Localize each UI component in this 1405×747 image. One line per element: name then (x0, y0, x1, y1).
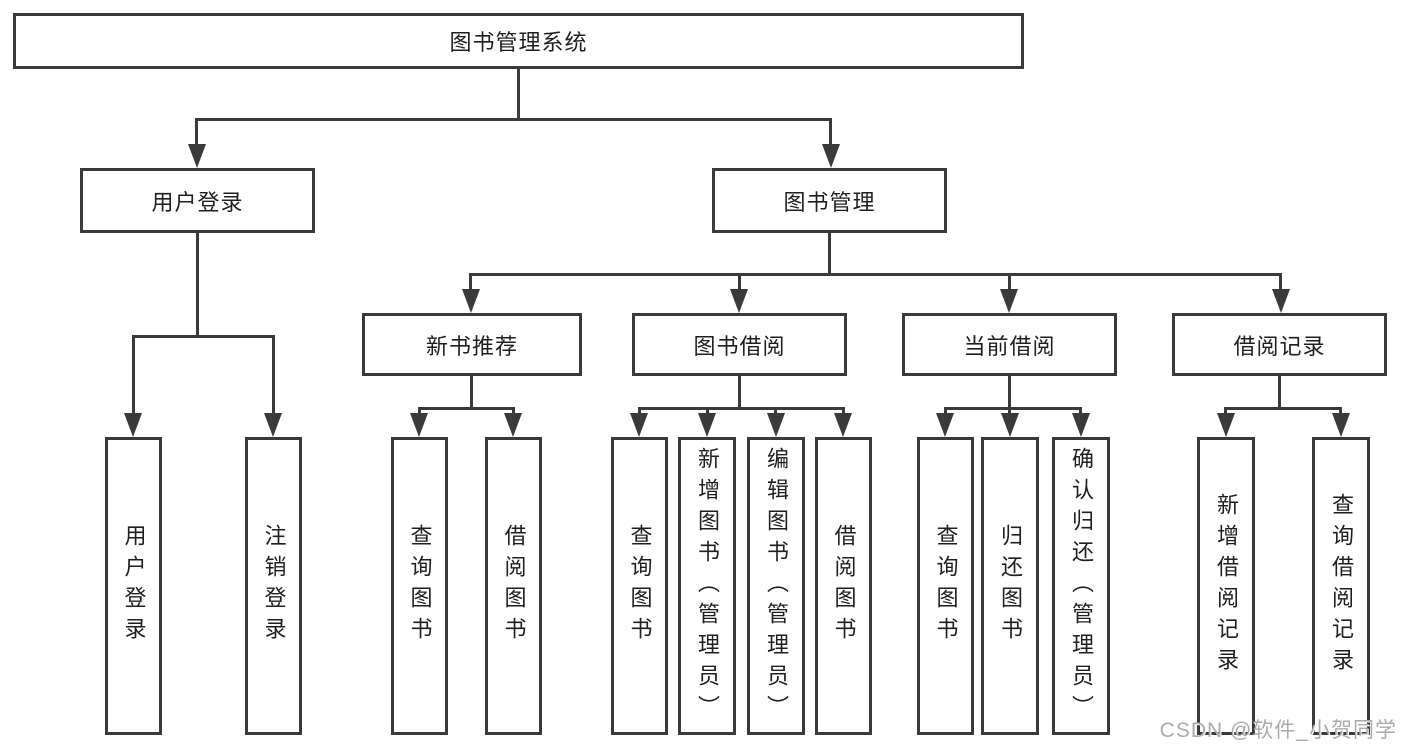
arrow-down-icon (188, 144, 206, 168)
leaf-records-add-borrow-record: 新增借阅记录 (1197, 437, 1255, 735)
node-book-management: 图书管理 (712, 168, 947, 233)
connector-current-borrow-bar (944, 407, 1082, 410)
connector-drop (842, 407, 845, 415)
leaf-user-login: 用户登录 (105, 437, 162, 735)
connector-current-borrow-stem (1008, 376, 1011, 410)
connector-borrow-records-stem (1278, 376, 1281, 410)
connector-new-books-stem (470, 376, 473, 410)
connector-drop (469, 273, 472, 291)
node-book-management-system: 图书管理系统 (13, 13, 1024, 69)
leaf-label: 确认归还（管理员） (1069, 446, 1094, 726)
connector-drop (1224, 407, 1227, 415)
node-label: 用户登录 (151, 189, 244, 215)
leaf-label: 编辑图书（管理员） (764, 446, 789, 726)
connector-book-mgmt-stem (828, 233, 831, 276)
arrow-down-icon (730, 289, 748, 313)
arrow-down-icon (124, 413, 142, 437)
arrow-down-icon (1332, 413, 1350, 437)
connector-drop (195, 118, 198, 146)
connector-root-stem (517, 69, 520, 121)
node-label: 借阅记录 (1233, 333, 1326, 359)
arrow-down-icon (1000, 289, 1018, 313)
connector-drop (1079, 407, 1082, 415)
leaf-label: 借阅图书 (501, 524, 527, 648)
node-borrow-records: 借阅记录 (1172, 313, 1387, 376)
connector-drop (418, 407, 421, 415)
node-label: 图书借阅 (693, 333, 786, 359)
arrow-down-icon (1072, 413, 1090, 437)
arrow-down-icon (264, 413, 282, 437)
connector-drop (738, 273, 741, 291)
connector-drop (774, 407, 777, 415)
arrow-down-icon (462, 289, 480, 313)
connector-drop (1008, 407, 1011, 415)
node-label: 图书管理 (783, 189, 876, 215)
leaf-label: 查询图书 (407, 524, 433, 648)
connector-level3-bar (469, 273, 1282, 276)
node-book-borrow: 图书借阅 (632, 313, 847, 376)
leaf-label: 借阅图书 (831, 524, 857, 648)
leaf-label: 用户登录 (121, 524, 147, 648)
leaf-records-query-borrow-record: 查询借阅记录 (1312, 437, 1370, 735)
arrow-down-icon (630, 413, 648, 437)
arrow-down-icon (1001, 413, 1019, 437)
leaf-label: 查询图书 (933, 524, 959, 648)
connector-user-login-bar (132, 335, 275, 338)
leaf-label: 查询图书 (627, 524, 653, 648)
leaf-label: 注销登录 (261, 524, 287, 648)
connector-drop (132, 335, 135, 415)
arrow-down-icon (767, 413, 785, 437)
leaf-currentborrow-return-books: 归还图书 (981, 437, 1039, 735)
node-label: 图书管理系统 (449, 30, 588, 55)
leaf-logout: 注销登录 (245, 437, 302, 735)
arrow-down-icon (504, 413, 522, 437)
connector-drop (829, 118, 832, 146)
arrow-down-icon (1217, 413, 1235, 437)
connector-drop (1279, 273, 1282, 291)
connector-drop (944, 407, 947, 415)
node-label: 新书推荐 (425, 333, 518, 359)
connector-drop (1339, 407, 1342, 415)
node-new-book-recommend: 新书推荐 (362, 313, 582, 376)
connector-book-borrow-bar (638, 407, 845, 410)
connector-borrow-records-bar (1224, 407, 1342, 410)
connector-book-borrow-stem (738, 376, 741, 410)
leaf-currentborrow-query-books: 查询图书 (917, 437, 974, 735)
connector-drop (1008, 273, 1011, 291)
connector-drop (272, 335, 275, 415)
connector-level1-bar (195, 118, 832, 121)
arrow-down-icon (822, 144, 840, 168)
arrow-down-icon (1272, 289, 1290, 313)
csdn-watermark: CSDN @软件_小贺同学 (1159, 719, 1397, 742)
leaf-newbooks-query-books: 查询图书 (391, 437, 448, 735)
leaf-label: 新增图书（管理员） (695, 446, 720, 726)
arrow-down-icon (410, 413, 428, 437)
connector-new-books-bar (418, 407, 515, 410)
connector-drop (638, 407, 641, 415)
leaf-newbooks-borrow-books: 借阅图书 (485, 437, 542, 735)
leaf-label: 查询借阅记录 (1329, 493, 1354, 679)
leaf-bookborrow-query-books: 查询图书 (611, 437, 668, 735)
leaf-label: 新增借阅记录 (1214, 493, 1239, 679)
leaf-currentborrow-confirm-return-admin: 确认归还（管理员） (1052, 437, 1110, 735)
connector-drop (512, 407, 515, 415)
arrow-down-icon (834, 413, 852, 437)
node-label: 当前借阅 (963, 333, 1056, 359)
leaf-bookborrow-edit-books-admin: 编辑图书（管理员） (747, 437, 805, 735)
leaf-bookborrow-borrow-books: 借阅图书 (815, 437, 872, 735)
node-user-login: 用户登录 (80, 168, 315, 233)
leaf-label: 归还图书 (998, 524, 1023, 648)
arrow-down-icon (936, 413, 954, 437)
node-current-borrow: 当前借阅 (902, 313, 1117, 376)
connector-user-login-stem (196, 233, 199, 338)
leaf-bookborrow-add-books-admin: 新增图书（管理员） (678, 437, 736, 735)
arrow-down-icon (698, 413, 716, 437)
connector-drop (706, 407, 709, 415)
